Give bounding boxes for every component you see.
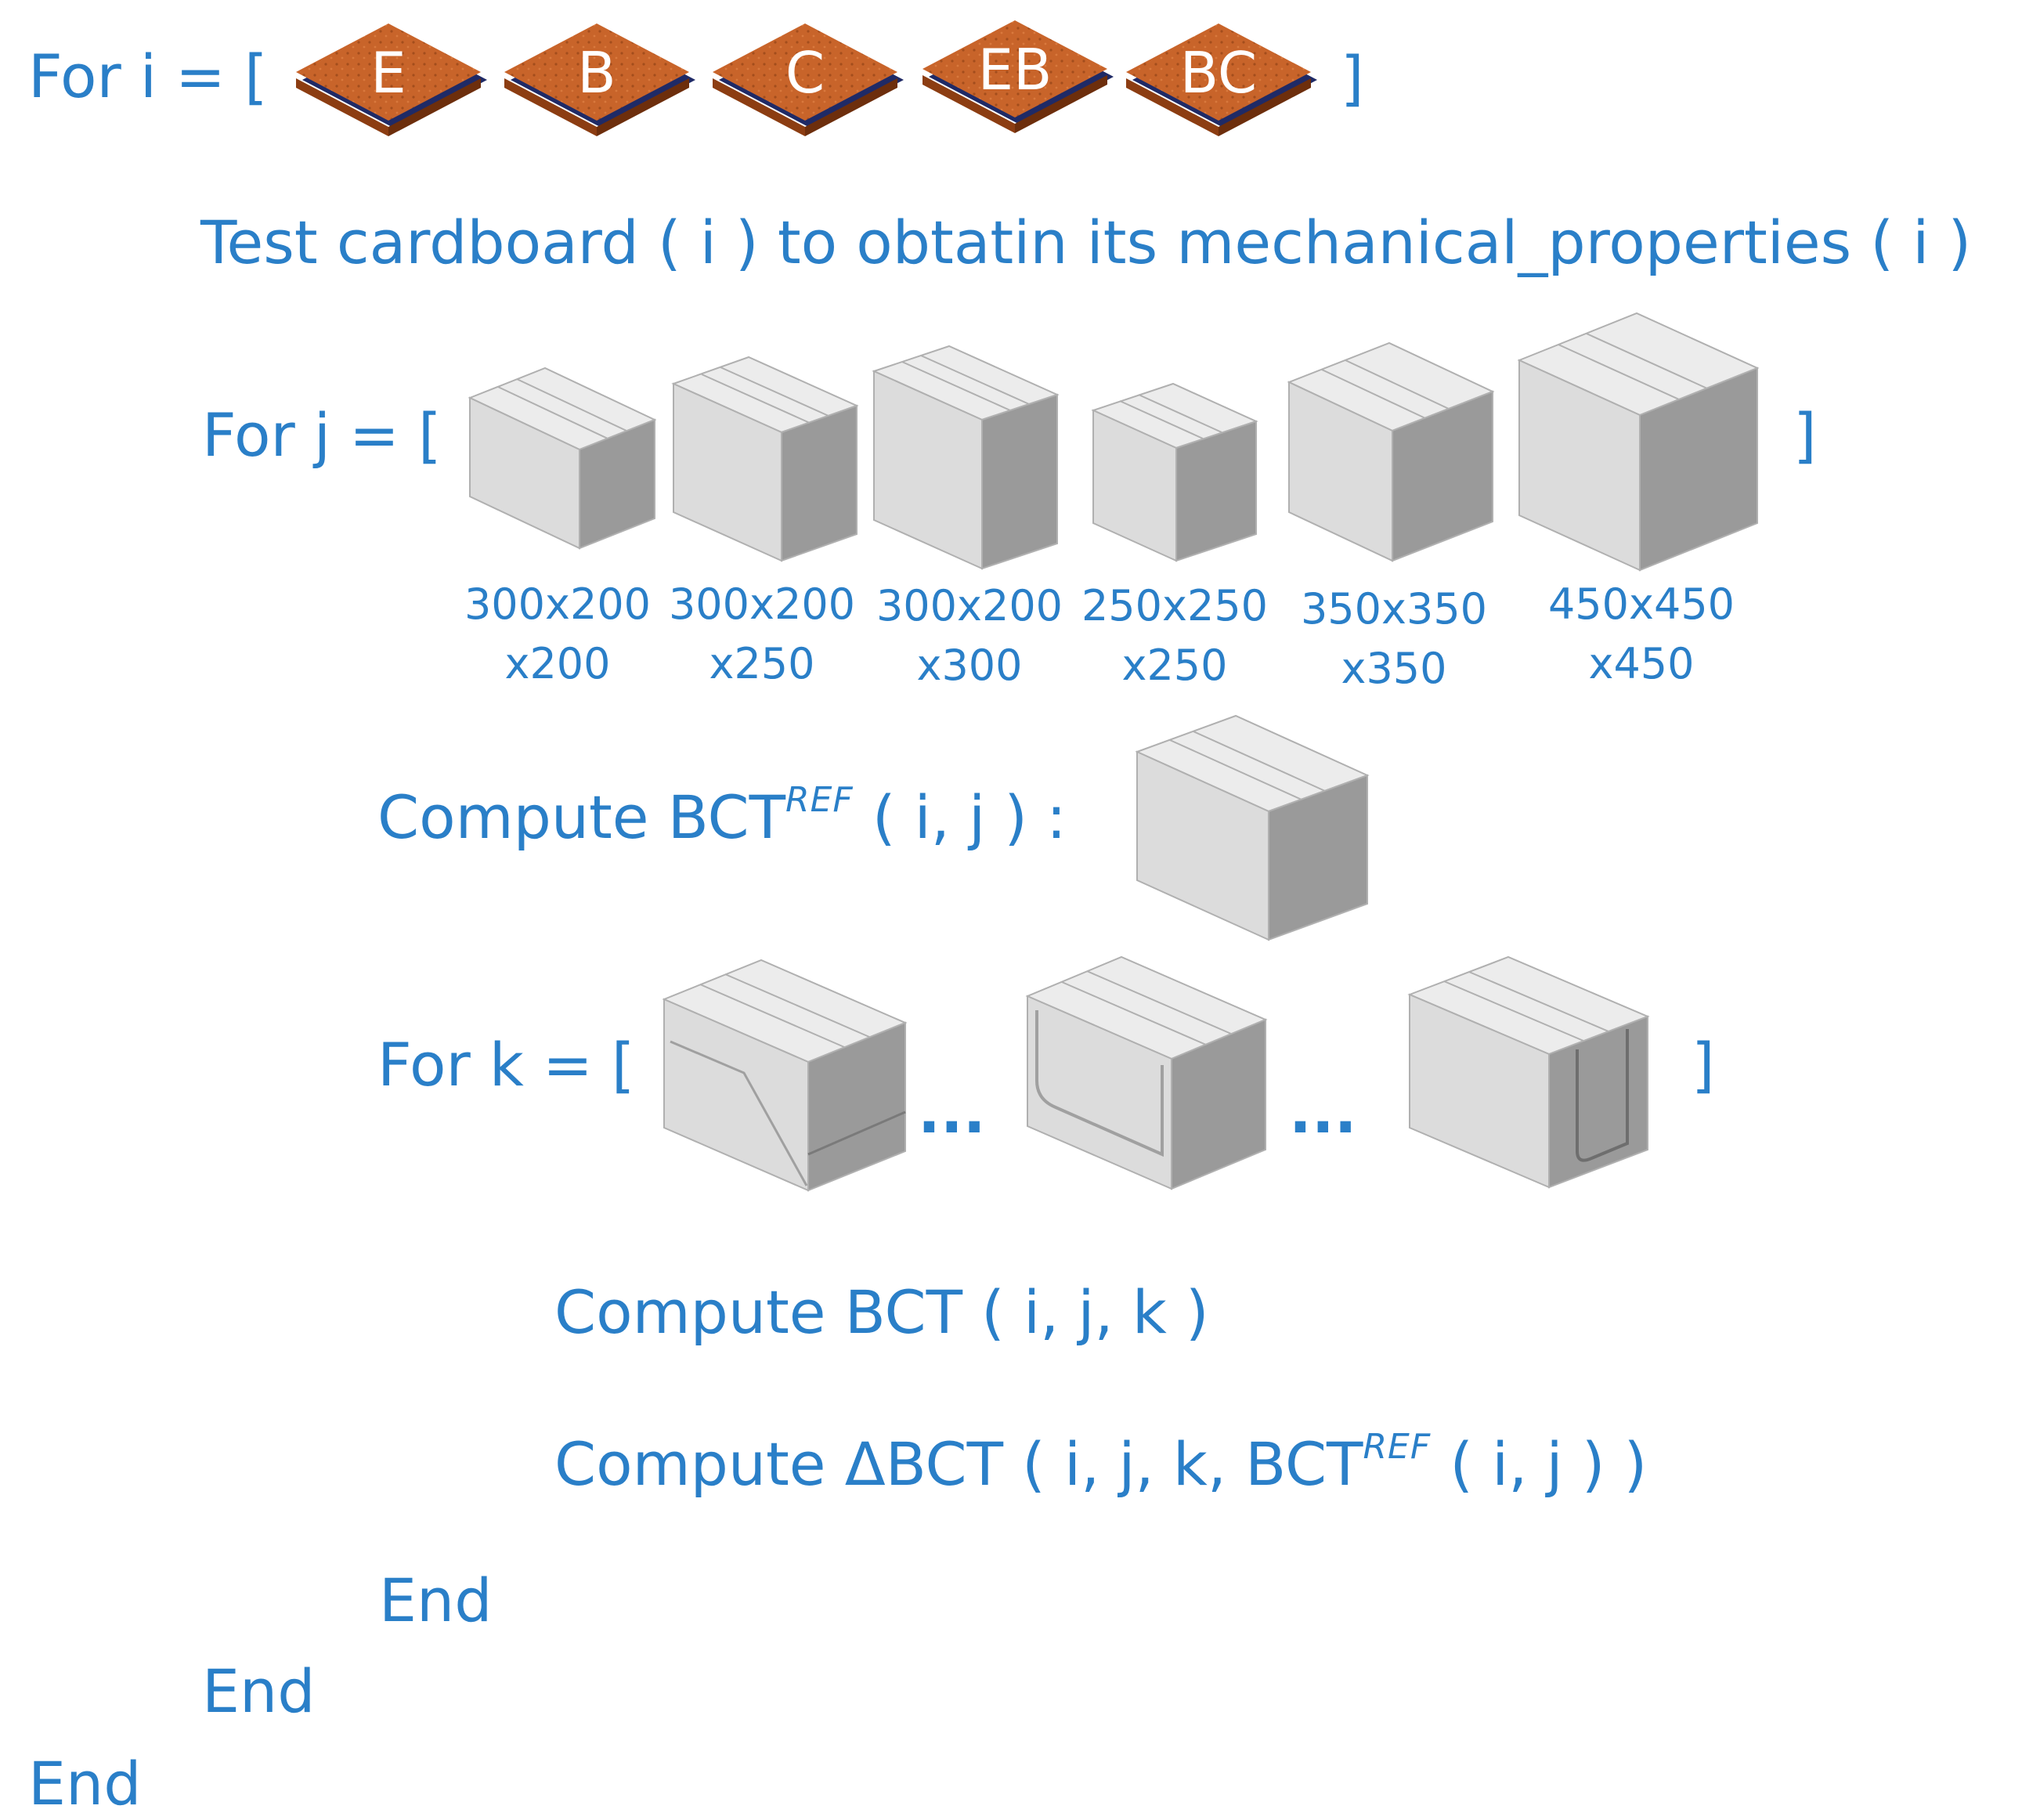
board-E-icon: E [296,23,487,136]
loop-i-header: For i = [ [28,47,268,107]
box-300x200x200-icon [468,367,657,550]
box-300x200x250-icon [671,356,859,562]
box-450x450x450-icon [1517,312,1760,572]
step-compute-delta-bct: Compute ΔBCT ( i, j, k, BCTREF ( i, j ) … [554,1427,1648,1499]
ellipsis-1: ... [918,1077,986,1147]
board-BC-icon: BC [1126,23,1317,136]
reference-box-icon [1135,714,1370,941]
end-i: End [28,1749,142,1818]
loop-k-close: ] [1692,1030,1715,1100]
board-EB-label: EB [978,37,1052,103]
board-E-label: E [370,40,406,106]
board-B-icon: B [504,23,695,136]
box-300x200x300-icon [872,345,1060,570]
loop-k-prefix: For k = [ [377,1030,635,1100]
end-j: End [202,1656,316,1726]
board-EB-icon: EB [923,20,1114,133]
board-C-label: C [785,40,825,106]
loop-j-prefix: For j = [ [202,400,442,470]
box-opening-1-icon [662,959,908,1192]
loop-j-close: ] [1793,400,1817,470]
box-opening-3-icon [1407,955,1650,1189]
board-B-label: B [577,40,616,106]
step-test-cardboard: Test cardboard ( i ) to obtatin its mech… [200,208,1972,277]
loop-i-close: ] [1341,43,1364,113]
board-C-icon: C [713,23,904,136]
box-350x350x350-icon [1287,341,1495,562]
end-k: End [379,1565,493,1635]
step-compute-bct: Compute BCT ( i, j, k ) [554,1277,1209,1347]
board-BC-label: BC [1180,40,1257,106]
loop-i-prefix: For i = [ [28,42,268,111]
box-opening-2-icon [1025,955,1268,1190]
step-compute-ref: Compute BCTREF ( i, j ) : [377,780,1067,852]
ellipsis-2: ... [1289,1077,1357,1147]
box-250x250x250-icon [1091,382,1258,562]
